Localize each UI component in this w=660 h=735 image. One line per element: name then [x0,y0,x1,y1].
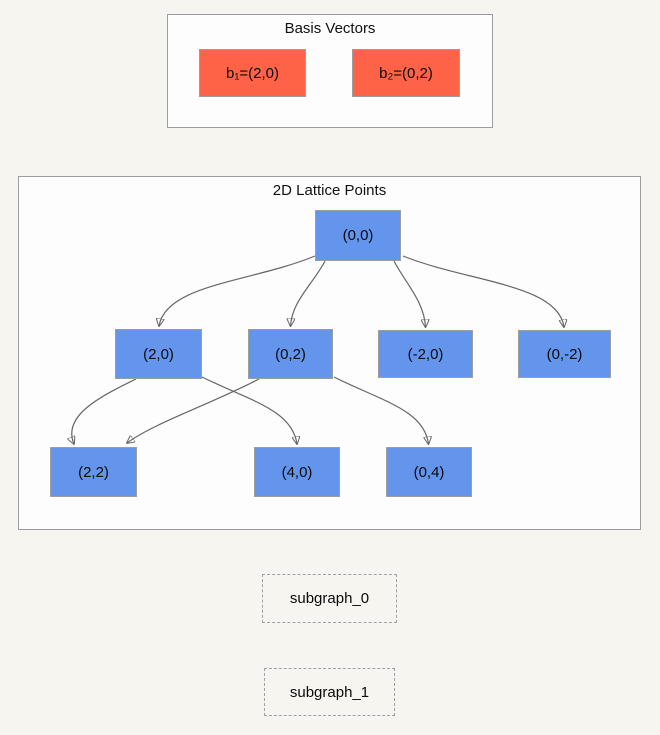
node-0-0: (0,0) [315,210,401,261]
node-neg2-0: (-2,0) [378,330,473,378]
node-0-4-label: (0,4) [413,463,445,481]
node-2-0: (2,0) [115,329,202,379]
node-2-2-label: (2,2) [78,463,109,481]
subgraph-1-box: subgraph_1 [264,668,395,716]
node-b1: b₁=(2,0) [199,49,306,97]
basis-vectors-title: Basis Vectors [284,20,376,37]
node-2-2: (2,2) [50,447,137,497]
node-0-0-label: (0,0) [342,227,374,244]
node-neg2-0-label: (-2,0) [407,345,444,363]
subgraph-0-box: subgraph_0 [262,574,397,623]
node-4-0: (4,0) [254,447,340,497]
node-0-neg2: (0,-2) [518,330,611,378]
lattice-points-title: 2D Lattice Points [272,182,387,199]
node-b2-label: b₂=(0,2) [379,64,433,82]
node-0-2: (0,2) [248,329,333,379]
node-4-0-label: (4,0) [281,463,313,481]
node-0-2-label: (0,2) [275,345,306,363]
node-0-neg2-label: (0,-2) [546,345,583,363]
node-2-0-label: (2,0) [143,345,174,363]
subgraph-0-label: subgraph_0 [289,590,370,607]
node-0-4: (0,4) [386,447,472,497]
node-b2: b₂=(0,2) [352,49,460,97]
node-b1-label: b₁=(2,0) [225,64,279,82]
subgraph-1-label: subgraph_1 [289,683,370,701]
